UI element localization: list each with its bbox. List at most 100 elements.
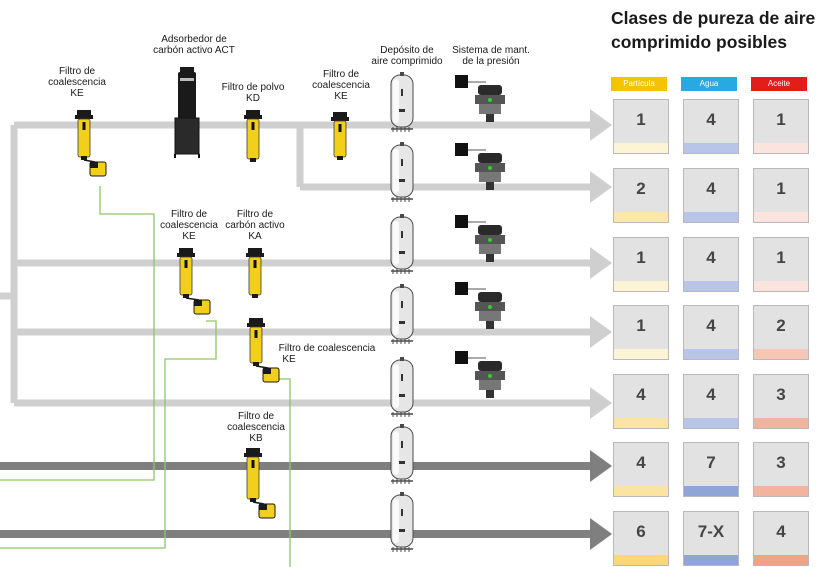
cell-water-row-6: 7 [683, 442, 739, 497]
drain-line [0, 186, 155, 481]
label-line: KD [246, 93, 260, 104]
valve-top [478, 225, 502, 235]
cell-water-row-7: 7-X [683, 511, 739, 566]
cell-particle-row-3: 1 [613, 237, 669, 292]
filter-stripe [254, 330, 258, 338]
cell-particle-row-2: 2 [613, 168, 669, 223]
pipes [0, 121, 592, 538]
tank-label-plate [399, 394, 405, 397]
filter-stripe [82, 122, 86, 130]
cell-strip [754, 555, 808, 565]
cell-strip [684, 281, 738, 291]
receiver-tank [390, 214, 414, 274]
purity-title-line-2: comprimido posibles [611, 32, 787, 52]
cell-strip [614, 486, 668, 496]
cell-oil-row-7: 4 [753, 511, 809, 566]
filter-outlet [81, 156, 87, 160]
filter-flange [247, 323, 265, 327]
cell-strip [614, 349, 668, 359]
filter-head [179, 248, 193, 254]
cell-value: 4 [706, 248, 716, 267]
cell-particle-row-6: 4 [613, 442, 669, 497]
pressure-maintenance-systems [455, 75, 505, 398]
label-line: KA [248, 231, 262, 242]
cell-value: 4 [706, 179, 716, 198]
label-line: de la presión [462, 56, 520, 67]
label-filter-kd: Filtro de polvo KD [222, 82, 285, 104]
valve-lower [479, 172, 501, 182]
filter-flange [177, 253, 195, 257]
cell-strip [754, 349, 808, 359]
tank-valve [400, 214, 404, 218]
cell-strip [684, 212, 738, 222]
outlet-arrow [590, 316, 612, 348]
cell-oil-row-4: 2 [753, 305, 809, 360]
filter-outlet [250, 498, 256, 502]
adsorber-label [180, 78, 194, 81]
cell-strip [754, 281, 808, 291]
label-line: KE [70, 88, 84, 99]
valve-base [486, 321, 494, 329]
tank-valve [400, 357, 404, 361]
tank-label-plate [399, 251, 405, 254]
header-water: Agua [681, 77, 737, 91]
tank-gauge [401, 441, 403, 448]
drain-cap [194, 300, 202, 306]
control-box [455, 75, 468, 88]
drain-cap [263, 368, 271, 374]
control-box [455, 215, 468, 228]
valve-top [478, 85, 502, 95]
cell-oil-row-1: 1 [753, 99, 809, 154]
label-line: Adsorbedor de [161, 34, 227, 45]
air-receiver-tanks [390, 72, 414, 552]
label-line: carbón activo ACT [153, 45, 235, 56]
tank-highlight [393, 431, 399, 475]
pressure-maintenance-system [455, 215, 505, 262]
cell-value: 4 [776, 522, 786, 541]
label-filter-ke-top: Filtro de coalescencia KE [48, 66, 106, 99]
filter-flange [75, 115, 93, 119]
label-filter-ka: Filtro de carbón activo KA [225, 209, 284, 242]
filter-stripe [253, 260, 257, 268]
label-filter-ke-lower: Filtro de coalescencia KE [279, 343, 376, 365]
outlet-arrow [590, 387, 612, 419]
filter-flange [331, 117, 349, 121]
outlet-arrows [590, 109, 612, 550]
filter [331, 112, 349, 160]
label-line: Filtro de [236, 209, 274, 220]
filter-head [77, 110, 91, 116]
label-pressure-system: Sistema de mant. de la presión [452, 45, 530, 67]
drain-cap [90, 162, 98, 168]
cell-strip [754, 418, 808, 428]
label-line: Filtro de [237, 411, 275, 422]
tank-highlight [393, 499, 399, 543]
cell-oil-row-6: 3 [753, 442, 809, 497]
header-particle: Partícula [611, 77, 667, 91]
cell-value: 1 [636, 110, 646, 129]
purity-title-line-1: Clases de pureza de aire [611, 8, 816, 28]
filter-head [333, 112, 347, 118]
outlet-arrow [590, 450, 612, 482]
filter-head [249, 318, 263, 324]
cell-strip [614, 143, 668, 153]
valve-top [478, 361, 502, 371]
cell-strip [754, 212, 808, 222]
valve-lower [479, 380, 501, 390]
cell-strip [614, 418, 668, 428]
valve-indicator [488, 98, 492, 102]
tank-label-plate [399, 461, 405, 464]
filter-outlet [183, 294, 189, 298]
outlet-arrow [590, 171, 612, 203]
drain-line [0, 320, 217, 549]
cell-strip [754, 143, 808, 153]
tank-highlight [393, 364, 399, 408]
drain-hose [255, 365, 269, 369]
cell-value: 3 [776, 385, 786, 404]
cell-value: 7-X [697, 522, 725, 541]
purity-title: Clases de pureza de aire comprimido posi… [611, 6, 815, 54]
cell-particle-row-1: 1 [613, 99, 669, 154]
filter-outlet [253, 362, 259, 366]
filters [75, 67, 349, 519]
drain-hose [185, 297, 200, 301]
filter-flange [244, 453, 262, 457]
